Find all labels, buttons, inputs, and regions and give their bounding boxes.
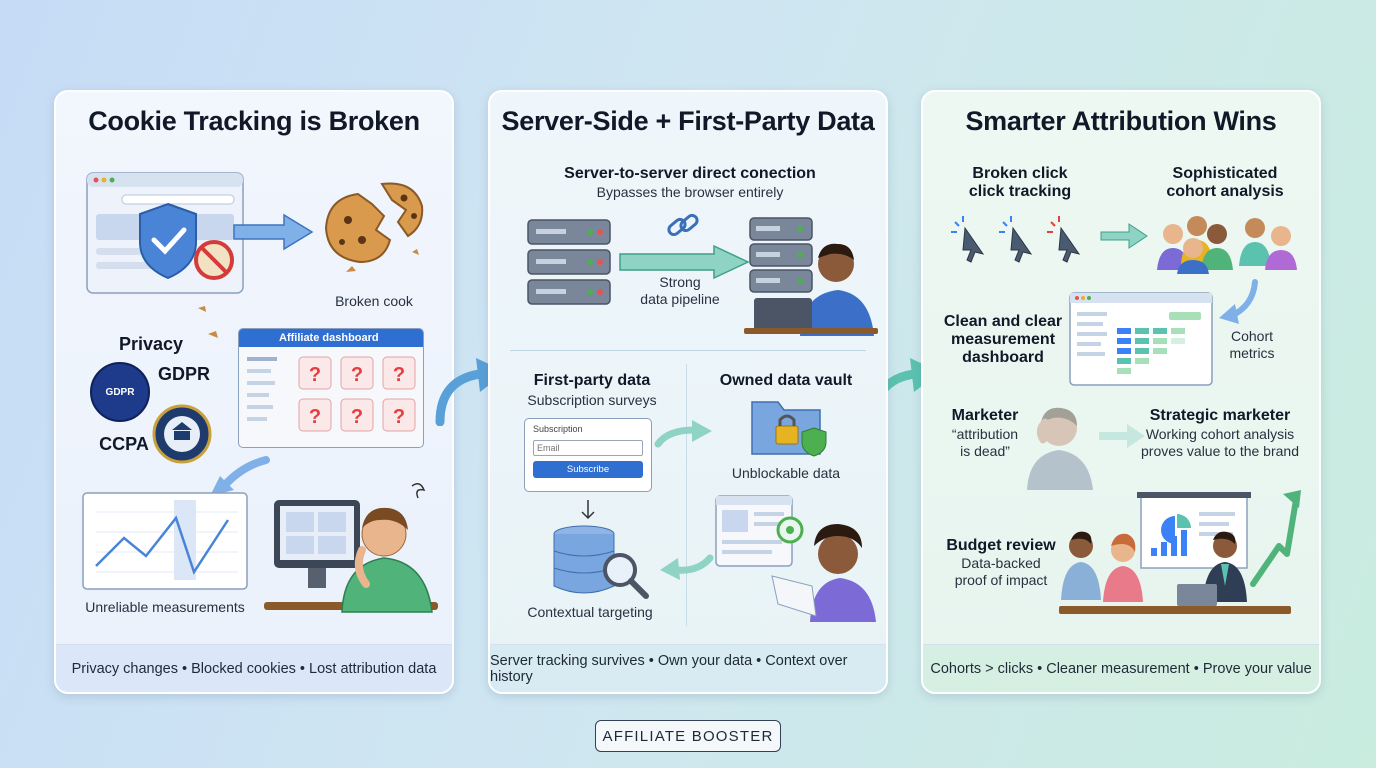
strategic-sub-1: Working cohort analysis — [1145, 426, 1295, 442]
database-search-icon — [553, 525, 649, 599]
gdpr-label: GDPR — [157, 364, 210, 384]
budget-title: Budget review — [946, 537, 1056, 554]
teal-arrow-left-icon — [660, 554, 714, 580]
marketer-quote-2: is dead” — [960, 443, 1010, 459]
subscribe-button[interactable]: Subscribe — [533, 461, 643, 478]
cohort-title-2: cohort analysis — [1166, 183, 1284, 200]
s2s-title: Server-to-server direct conection — [564, 165, 816, 182]
vault-subtitle: Unblockable data — [731, 465, 841, 481]
email-field[interactable] — [533, 440, 643, 456]
cookie-crumbs-icon — [198, 306, 218, 338]
ccpa-label: CCPA — [99, 434, 149, 454]
subscription-form: Subscription Subscribe — [524, 418, 652, 492]
broken-click-title-1: Broken click — [972, 165, 1068, 182]
cohort-metrics-2: metrics — [1229, 345, 1275, 361]
form-title: Subscription — [533, 424, 583, 434]
sad-marketer-icon — [1027, 407, 1093, 490]
dashboard-titlebar: Affiliate dashboard — [239, 329, 423, 347]
first-party-subtitle: Subscription surveys — [527, 392, 657, 408]
svg-text:?: ? — [351, 364, 363, 386]
brand-badge: AFFILIATE BOOSTER — [595, 720, 781, 752]
unreliable-chart-icon — [82, 492, 248, 590]
dashboard-title: Affiliate dashboard — [279, 332, 379, 344]
person-reading-icon — [715, 495, 876, 622]
locked-folder-icon — [751, 401, 827, 457]
faded-arrow-icon — [1099, 424, 1145, 448]
section-divider — [510, 350, 866, 351]
broken-cookie-label: Broken cook — [335, 293, 413, 309]
server-rack-icon — [527, 219, 611, 305]
budget-meeting-icon — [1059, 490, 1301, 614]
marketer-quote-1: “attribution — [951, 426, 1019, 442]
column-divider — [686, 364, 687, 626]
ccpa-seal-icon — [152, 404, 212, 464]
cursor-clicks-icon — [951, 216, 1081, 263]
teal-arrow-right-icon — [654, 420, 712, 448]
cohort-people-icon — [1157, 216, 1297, 274]
chain-link-icon — [667, 213, 699, 237]
panel-cookie-tracking: Cookie Tracking is Broken Broken cook Pr… — [54, 90, 454, 694]
curved-arrow-icon — [210, 456, 270, 496]
panel-title: Cookie Tracking is Broken — [88, 106, 420, 136]
broken-click-title-2: click tracking — [968, 183, 1072, 200]
svg-text:?: ? — [309, 364, 321, 386]
frustrated-person-icon — [264, 483, 438, 613]
pipeline-label-1: Strong — [659, 274, 701, 290]
svg-text:?: ? — [393, 406, 405, 428]
arrow-down-icon — [581, 500, 595, 520]
panel-footer: Server tracking survives • Own your data… — [490, 644, 886, 692]
panel-footer: Cohorts > clicks • Cleaner measurement •… — [923, 644, 1319, 692]
panel-server-side: Server-Side + First-Party Data Server-to… — [488, 90, 888, 694]
clean-title-3: dashboard — [962, 349, 1044, 366]
contextual-label: Contextual targeting — [527, 604, 653, 620]
strategic-title: Strategic marketer — [1149, 407, 1291, 424]
server-with-person-icon — [744, 217, 878, 336]
broken-cookie-icon — [324, 182, 424, 272]
curved-down-arrow-icon — [1219, 279, 1258, 324]
clean-dashboard-icon — [1069, 292, 1213, 386]
svg-text:?: ? — [393, 364, 405, 386]
pipeline-arrow-icon — [619, 244, 750, 280]
arrow-right-icon — [233, 213, 314, 251]
cohort-metrics-1: Cohort — [1230, 328, 1274, 344]
gdpr-badge-text: GDPR — [105, 386, 135, 398]
browser-shield-icon — [86, 172, 244, 294]
panel-footer: Privacy changes • Blocked cookies • Lost… — [56, 644, 452, 692]
clean-title-2: measurement — [950, 331, 1056, 348]
panel-smarter-attribution: Smarter Attribution Wins Broken click cl… — [921, 90, 1321, 694]
gdpr-badge: GDPR — [90, 362, 150, 422]
marketer-title: Marketer — [951, 407, 1019, 424]
unreliable-label: Unreliable measurements — [85, 599, 245, 615]
vault-title: Owned data vault — [719, 372, 853, 389]
pipeline-label-2: data pipeline — [640, 291, 720, 307]
privacy-label: Privacy — [118, 334, 184, 354]
panel-title: Smarter Attribution Wins — [965, 106, 1277, 136]
clean-title-1: Clean and clear — [943, 313, 1063, 330]
affiliate-dashboard: Affiliate dashboard ? ? ? ? ? ? — [238, 328, 424, 448]
budget-sub-1: Data-backed — [961, 555, 1041, 571]
teal-arrow-icon — [1100, 223, 1148, 249]
strategic-sub-2: proves value to the brand — [1141, 443, 1299, 459]
first-party-title: First-party data — [533, 372, 651, 389]
dashboard-grid-icon: ? ? ? ? ? ? — [247, 356, 416, 432]
svg-text:?: ? — [309, 406, 321, 428]
panel-title: Server-Side + First-Party Data — [501, 106, 875, 136]
cohort-title-1: Sophisticated — [1172, 165, 1278, 182]
svg-text:?: ? — [351, 406, 363, 428]
budget-sub-2: proof of impact — [954, 572, 1048, 588]
s2s-subtitle: Bypasses the browser entirely — [596, 184, 784, 200]
